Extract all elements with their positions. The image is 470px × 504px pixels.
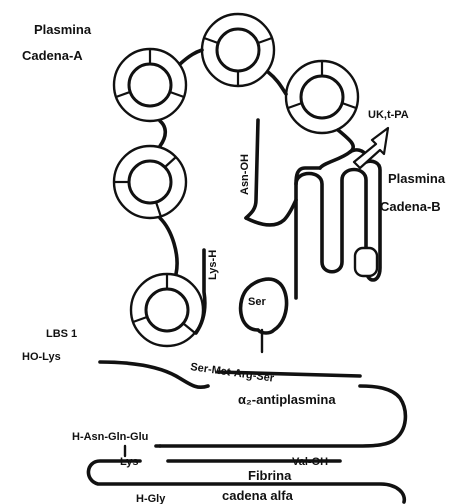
kringle-1-icon xyxy=(131,274,203,346)
h-gly-label: H-Gly xyxy=(136,493,166,504)
plasmin-b-label-line2: Cadena-B xyxy=(380,199,441,214)
lys-h-label: Lys-H xyxy=(207,250,219,280)
activators-label: UK,t-PA xyxy=(368,109,409,121)
asn-oh-label: Asn-OH xyxy=(239,154,251,195)
cadena-alfa-label: cadena alfa xyxy=(222,488,294,503)
lbs-label: LBS 1 xyxy=(46,328,77,340)
cleavage-sequence-label: Ser-Met-Arg-Ser xyxy=(190,361,276,385)
b-chain-loop-a xyxy=(296,168,320,298)
b-chain-segment-box xyxy=(355,248,377,276)
labels: Plasmina Cadena-A Plasmina Cadena-B UK,t… xyxy=(22,22,446,504)
connector-k4-k5 xyxy=(268,72,286,94)
kringle-4-icon xyxy=(202,14,274,86)
ser-label: Ser xyxy=(248,296,266,308)
fibrina-label: Fibrina xyxy=(248,468,292,483)
a-chain-termini xyxy=(196,120,296,333)
ho-lys-label: HO-Lys xyxy=(22,351,61,363)
kringle-3-icon xyxy=(114,49,186,121)
catalytic-domain xyxy=(296,150,380,298)
antiplasmin-chain xyxy=(156,372,405,446)
plasmin-a-label-line1: Plasmina xyxy=(34,22,92,37)
kringle-2-icon xyxy=(114,146,186,218)
lys-label: Lys xyxy=(120,456,139,468)
connector-k1-k2 xyxy=(160,218,177,274)
kringle-5-icon xyxy=(286,61,358,133)
connector-k2-k3 xyxy=(160,121,165,146)
val-oh-label: Val-OH xyxy=(292,456,328,468)
plasmin-b-label-line1: Plasmina xyxy=(388,171,446,186)
ser-loop xyxy=(241,279,287,352)
connector-k5-catalytic xyxy=(320,130,353,168)
antiplasmin-label: α₂-antiplasmina xyxy=(238,392,336,407)
connector-k3-k4 xyxy=(180,50,202,64)
h-asn-gln-glu-label: H-Asn-Gln-Glu xyxy=(72,431,148,443)
plasmin-a-label-line2: Cadena-A xyxy=(22,48,83,63)
